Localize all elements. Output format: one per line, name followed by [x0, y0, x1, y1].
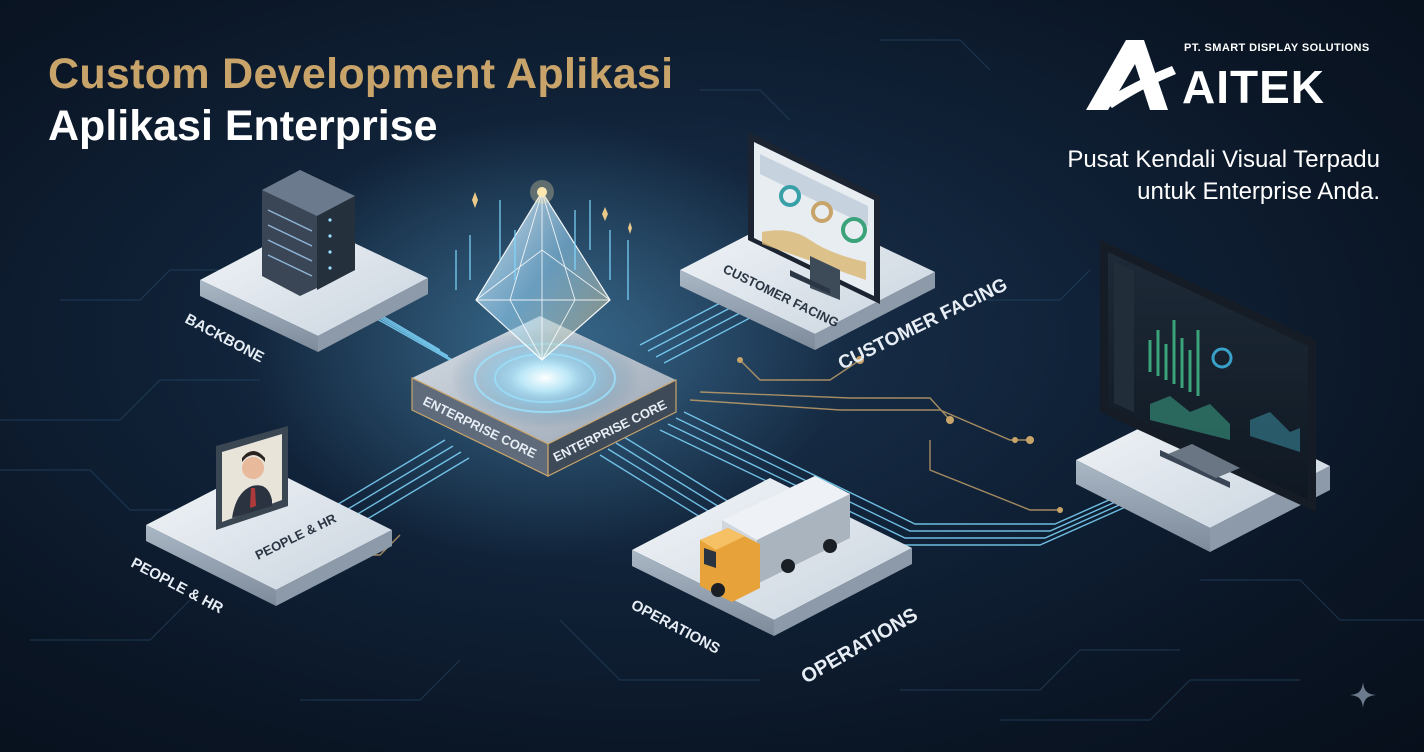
operations-floor-label: OPERATIONS [798, 604, 922, 688]
tagline-line1: Pusat Kendali Visual Terpadu [1067, 146, 1380, 173]
background-circuit-traces [0, 39, 1424, 721]
tagline-line2: untuk Enterprise Anda. [1137, 178, 1380, 205]
page-title-line2: Aplikasi Enterprise [48, 102, 438, 150]
server-rack-icon [262, 170, 355, 296]
person-icon [216, 426, 288, 530]
tagline: Pusat Kendali Visual Terpadu untuk Enter… [1067, 144, 1380, 208]
brand-company-name: PT. SMART DISPLAY SOLUTIONS [1184, 42, 1370, 54]
sparkle-icon [1350, 682, 1376, 708]
truck-icon [700, 476, 850, 602]
brand-logo: PT. SMART DISPLAY SOLUTIONS AITEK [1086, 38, 1386, 118]
operations-platform [632, 476, 912, 636]
large-dashboard-monitor-icon [1100, 240, 1316, 512]
enterprise-core [411, 316, 677, 477]
display-platform [1076, 240, 1330, 552]
crystal-icon [475, 180, 611, 361]
operations-platform-label: OPERATIONS [628, 597, 723, 658]
crystal-light-rays [455, 200, 629, 300]
brand-name: AITEK [1182, 61, 1325, 113]
aitek-logo-icon [1086, 40, 1176, 110]
backbone-platform [200, 170, 428, 352]
page-title-line1: Custom Development Aplikasi [48, 50, 674, 98]
people-hr-platform: PEOPLE & HR [146, 426, 392, 606]
monitor-stand [1168, 444, 1240, 478]
crystal-sparkle-stars [472, 192, 632, 234]
monitor-icon [748, 132, 880, 304]
